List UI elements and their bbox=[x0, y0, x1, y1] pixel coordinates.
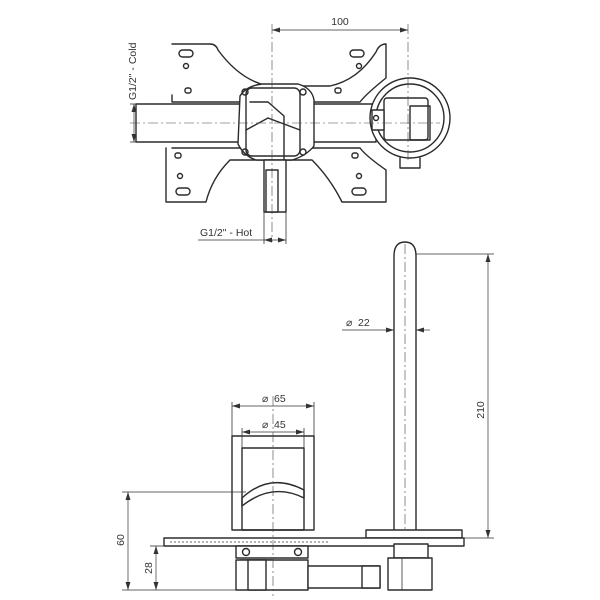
svg-text:⌀: ⌀ bbox=[262, 419, 269, 431]
dim-dia-outer: 65 bbox=[274, 393, 286, 405]
label-cold: G1/2" - Cold bbox=[127, 42, 139, 100]
handle-lever bbox=[241, 481, 305, 507]
plate-slot bbox=[178, 49, 194, 58]
dim-dia-inner: 45 bbox=[274, 419, 286, 431]
side-view: ⌀ 22 ⌀ 65 ⌀ 45 210 60 bbox=[115, 241, 494, 596]
plate-slot bbox=[351, 187, 367, 196]
spout-tube bbox=[393, 241, 417, 531]
plate-slot bbox=[174, 152, 182, 159]
plate-slot bbox=[175, 187, 191, 196]
svg-text:⌀: ⌀ bbox=[346, 317, 353, 329]
base-pipe bbox=[235, 559, 309, 591]
dim-base-height: 28 bbox=[143, 562, 155, 574]
label-hot: G1/2" - Hot bbox=[200, 227, 252, 239]
dim-width-100: 100 bbox=[331, 16, 349, 28]
plate-slot bbox=[334, 87, 342, 94]
plate-slot bbox=[349, 49, 365, 58]
plate-slot bbox=[184, 87, 192, 94]
svg-text:⌀: ⌀ bbox=[262, 393, 269, 405]
top-view: 100 G1/2" - Cold G1/2" - Hot bbox=[127, 16, 451, 244]
spout-base-plate bbox=[365, 529, 463, 539]
dim-body-height: 60 bbox=[115, 534, 127, 546]
dim-dia-spout: 22 bbox=[358, 317, 370, 329]
mounting-plate bbox=[165, 43, 387, 203]
plate-slot bbox=[351, 152, 359, 159]
dim-spout-height: 210 bbox=[475, 401, 487, 419]
